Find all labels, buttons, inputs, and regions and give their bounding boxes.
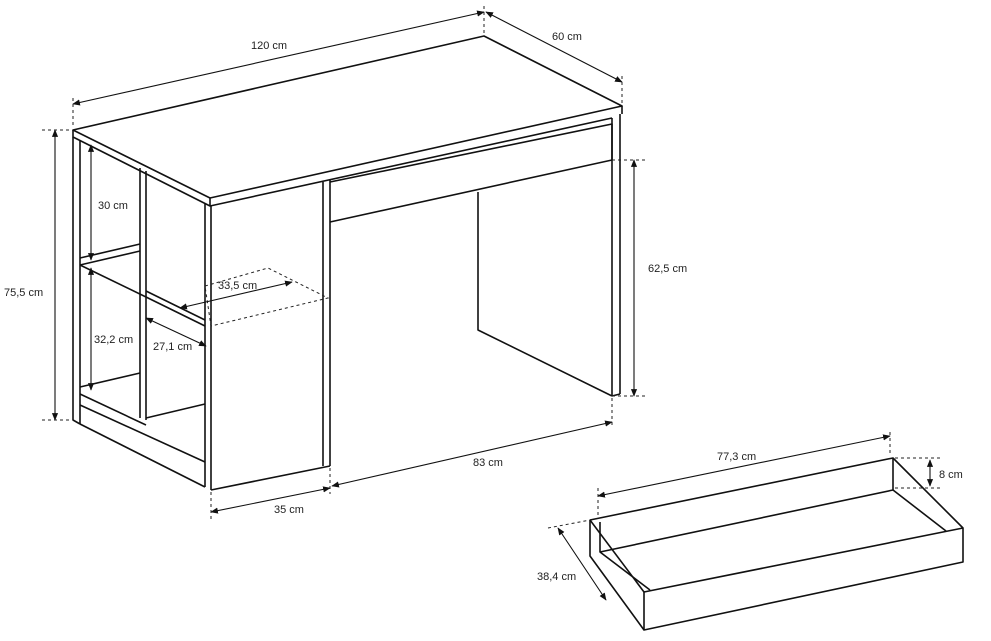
dimensions bbox=[42, 6, 940, 601]
label-height: 75,5 cm bbox=[4, 287, 43, 299]
dimension-labels: 120 cm 60 cm 75,5 cm 62,5 cm 30 cm 32,2 … bbox=[4, 31, 963, 583]
label-shelf-width: 27,1 cm bbox=[153, 341, 192, 353]
label-shelf-depth: 33,5 cm bbox=[218, 280, 257, 292]
label-shelf-bottom: 32,2 cm bbox=[94, 334, 133, 346]
label-leg-clearance: 62,5 cm bbox=[648, 263, 687, 275]
label-width: 120 cm bbox=[251, 40, 287, 52]
label-drawer-depth: 38,4 cm bbox=[537, 571, 576, 583]
drawer-front-panel bbox=[329, 123, 613, 223]
desk-top bbox=[72, 35, 623, 199]
desk bbox=[72, 35, 623, 491]
label-cabinet-width: 35 cm bbox=[274, 504, 304, 516]
label-depth: 60 cm bbox=[552, 31, 582, 43]
label-drawer-height: 8 cm bbox=[939, 469, 963, 481]
cabinet-left-side bbox=[72, 137, 81, 425]
label-shelf-top: 30 cm bbox=[98, 200, 128, 212]
desk-top-edge bbox=[72, 117, 613, 207]
drawer bbox=[589, 457, 964, 631]
label-knee-width: 83 cm bbox=[473, 457, 503, 469]
label-drawer-width: 77,3 cm bbox=[717, 451, 756, 463]
drawer-front bbox=[643, 527, 964, 631]
